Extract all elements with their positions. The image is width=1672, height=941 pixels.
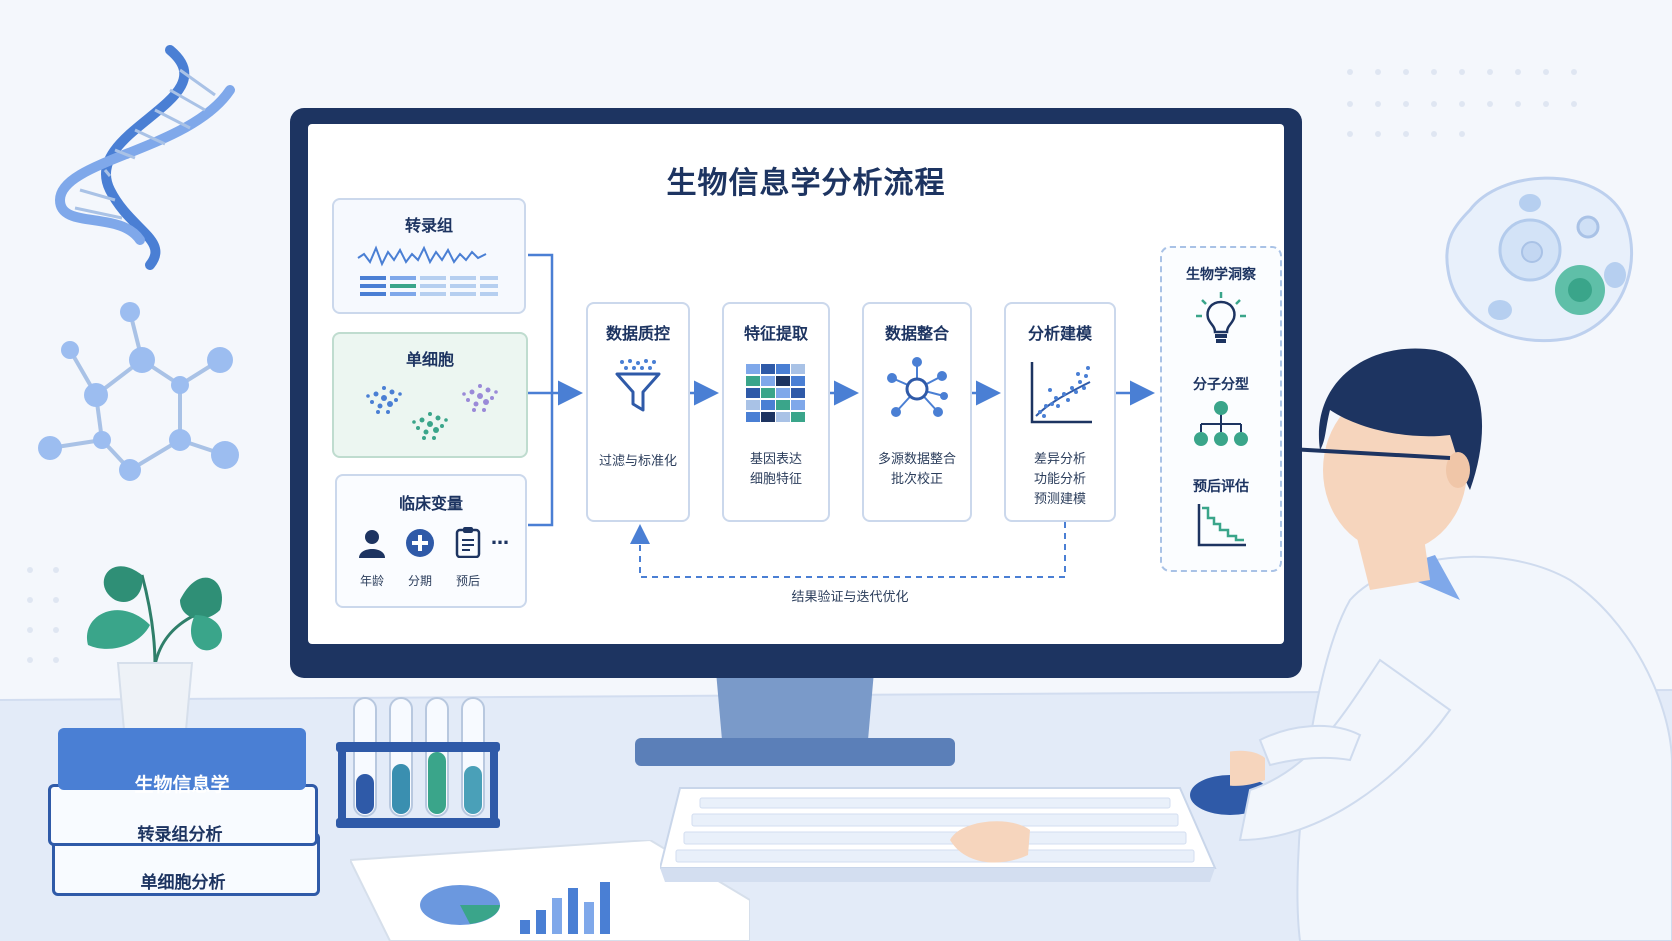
- keyboard-illustration: [660, 787, 1217, 882]
- cell-cluster-icon: [366, 384, 498, 440]
- funnel-icon: [615, 359, 661, 412]
- dna-helix-illustration: [54, 45, 235, 270]
- step-title: 特征提取: [743, 324, 808, 343]
- card-title: 单细胞: [405, 350, 454, 369]
- monitor-stand: [635, 660, 955, 766]
- card-title: 转录组: [404, 216, 453, 235]
- person-icon: [359, 530, 385, 558]
- step-description: 细胞特征: [749, 472, 802, 487]
- card-title: 临床变量: [398, 494, 463, 513]
- hierarchy-icon: [1194, 401, 1248, 446]
- survival-curve-icon: [1197, 504, 1246, 547]
- feedback-loop-label: 结果验证与迭代优化: [791, 590, 909, 605]
- output-panel: 生物学洞察 分子分型 预后评估: [1160, 246, 1282, 572]
- step-description: 多源数据整合: [877, 452, 956, 467]
- network-icon: [887, 357, 948, 417]
- step-description: 基因表达: [749, 452, 802, 467]
- book-label: 转录组分析: [137, 825, 223, 845]
- test-tubes-illustration: [336, 697, 500, 828]
- output-label: 预后评估: [1193, 479, 1249, 495]
- step-analysis-modeling: 分析建模 差异分析 功能分析 预测建模: [1004, 302, 1116, 522]
- clinical-item-label: 分期: [407, 574, 432, 588]
- clipboard-icon: [455, 527, 481, 558]
- output-label: 分子分型: [1193, 377, 1249, 393]
- step-description: 预测建模: [1033, 492, 1086, 507]
- heatmap-icon: [746, 364, 805, 422]
- input-card-clinical: 临床变量 … 年龄 分期 预后: [335, 474, 527, 608]
- more-ellipsis: …: [491, 528, 509, 549]
- input-card-transcriptome: 转录组: [332, 198, 526, 314]
- scientist-hand-on-keyboard: [950, 821, 1030, 863]
- output-label: 生物学洞察: [1186, 267, 1256, 283]
- clinical-item-label: 年龄: [359, 574, 384, 588]
- clinical-item-label: 预后: [455, 574, 480, 588]
- step-description: 功能分析: [1033, 472, 1086, 487]
- plus-circle-icon: [406, 529, 434, 557]
- step-description: 过滤与标准化: [598, 454, 677, 469]
- cell-illustration: [1445, 176, 1634, 343]
- step-feature-extraction: 特征提取 基因表达 细胞特征: [722, 302, 830, 522]
- scientist-illustration: [1230, 348, 1672, 941]
- input-card-single-cell: 单细胞: [332, 332, 528, 458]
- waveform-icon: [357, 245, 498, 296]
- step-quality-control: 数据质控 过滤与标准化: [586, 302, 690, 522]
- lightbulb-icon: [1196, 292, 1246, 343]
- step-title: 分析建模: [1027, 324, 1092, 343]
- step-title: 数据质控: [605, 324, 670, 343]
- report-paper-illustration: [350, 840, 750, 941]
- book-top: [58, 728, 306, 790]
- step-description: 差异分析: [1033, 452, 1086, 467]
- potted-plant-illustration: [86, 566, 222, 731]
- step-data-integration: 数据整合 多源数据整合 批次校正: [862, 302, 972, 522]
- step-description: 批次校正: [890, 472, 943, 487]
- diagram-title: 生物信息学分析流程: [666, 166, 946, 201]
- book-label: 单细胞分析: [140, 873, 226, 893]
- scatter-plot-icon: [1030, 362, 1092, 424]
- book-label: 生物信息学: [134, 774, 230, 796]
- step-title: 数据整合: [884, 324, 949, 343]
- molecule-illustration: [38, 302, 239, 481]
